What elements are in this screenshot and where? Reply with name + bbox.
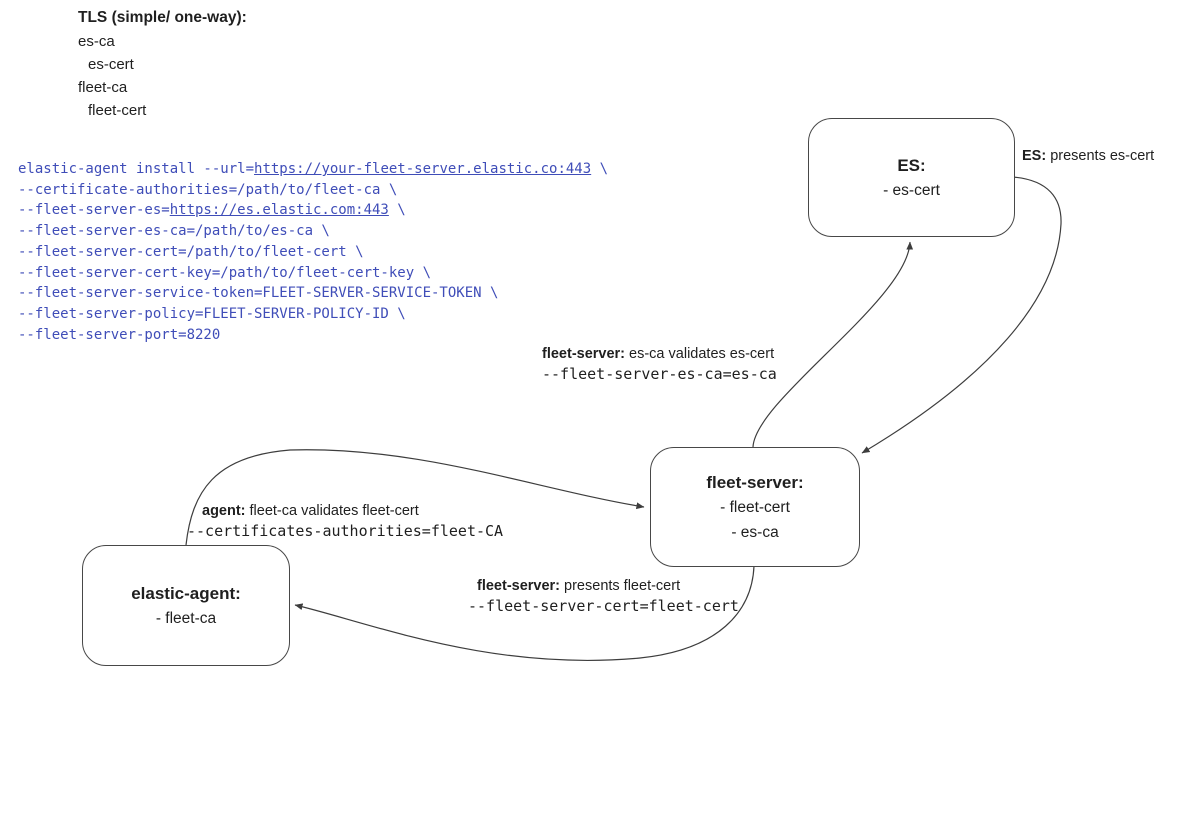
command-line-5: --fleet-server-cert=/path/to/fleet-cert … [18, 243, 364, 260]
label-es-presents-es-cert: ES: presents es-cert [1022, 146, 1154, 166]
command-text: \ [591, 161, 609, 177]
node-fleet-ca-line: - fleet-ca [155, 609, 217, 627]
command-line-7: --fleet-server-service-token=FLEET-SERVE… [18, 285, 499, 302]
legend-item-fleet-ca: fleet-ca [78, 79, 128, 96]
label-text: presents es-cert [1046, 148, 1155, 164]
command-line-9: --fleet-server-port=8220 [18, 326, 221, 343]
node-es-ca-line: - es-ca [731, 523, 779, 541]
label-text: presents fleet-cert [560, 578, 681, 594]
command-line-1: elastic-agent install --url=https://your… [18, 159, 608, 180]
arrow-fleet-presents-cert [294, 565, 755, 662]
node-es: ES: - es-cert [808, 118, 1015, 237]
label-line: fleet-server: presents fleet-cert [477, 576, 739, 596]
fleet-server-url-link[interactable]: https://your-fleet-server.elastic.co:443 [254, 161, 592, 177]
node-es-cert-line: - es-cert [883, 181, 940, 199]
label-bold-prefix: ES: [1022, 148, 1047, 164]
arrow-fleet-validates-es [752, 241, 914, 448]
command-line-6: --fleet-server-cert-key=/path/to/fleet-c… [18, 264, 432, 281]
label-text: fleet-ca validates fleet-cert [245, 503, 419, 519]
node-elastic-agent-title: elastic-agent: [131, 583, 241, 603]
label-code-line: --certificates-authorities=fleet-CA [187, 522, 504, 540]
label-line: fleet-server: es-ca validates es-cert [542, 344, 777, 364]
label-bold-prefix: fleet-server: [477, 578, 561, 594]
tls-legend: TLS (simple/ one-way): es-ca es-cert fle… [78, 6, 247, 122]
command-text: --fleet-server-es= [18, 202, 170, 219]
command-line-2: --certificate-authorities=/path/to/fleet… [18, 181, 398, 198]
arrow-agent-validates [185, 449, 645, 546]
arrow-es-presents-cert [861, 176, 1062, 454]
command-line-3: --fleet-server-es=https://es.elastic.com… [18, 200, 608, 221]
label-bold-prefix: agent: [202, 503, 246, 519]
command-line-4: --fleet-server-es-ca=/path/to/es-ca \ [18, 223, 330, 240]
label-fleet-presents-fleet-cert: fleet-server: presents fleet-cert --flee… [468, 576, 739, 616]
label-agent-validates-fleet-cert: agent: fleet-ca validates fleet-cert --c… [187, 501, 503, 541]
label-bold-prefix: fleet-server: [542, 346, 626, 362]
legend-item-es-cert: es-cert [88, 56, 134, 73]
command-text: \ [388, 202, 406, 219]
node-fleet-server-title: fleet-server: [706, 472, 804, 492]
command-text: elastic-agent install --url= [18, 161, 255, 177]
label-line: agent: fleet-ca validates fleet-cert [202, 501, 503, 521]
legend-item-es-ca: es-ca [78, 33, 115, 50]
es-url-link[interactable]: https://es.elastic.com:443 [169, 202, 389, 219]
command-line-8: --fleet-server-policy=FLEET-SERVER-POLIC… [18, 305, 406, 322]
label-code-line: --fleet-server-cert=fleet-cert [468, 597, 739, 615]
node-elastic-agent: elastic-agent: - fleet-ca [82, 545, 290, 666]
node-fleet-server: fleet-server: - fleet-cert - es-ca [650, 447, 860, 567]
label-code-line: --fleet-server-es-ca=es-ca [542, 365, 777, 383]
install-command-block: elastic-agent install --url=https://your… [18, 159, 608, 345]
label-fleet-validates-es-cert: fleet-server: es-ca validates es-cert --… [542, 344, 777, 384]
label-text: es-ca validates es-cert [625, 346, 775, 362]
legend-item-fleet-cert: fleet-cert [88, 102, 147, 119]
node-fleet-cert-line: - fleet-cert [720, 498, 790, 516]
label-line: ES: presents es-cert [1022, 146, 1154, 166]
legend-title: TLS (simple/ one-way): [78, 9, 247, 26]
node-es-title: ES: [897, 155, 926, 175]
